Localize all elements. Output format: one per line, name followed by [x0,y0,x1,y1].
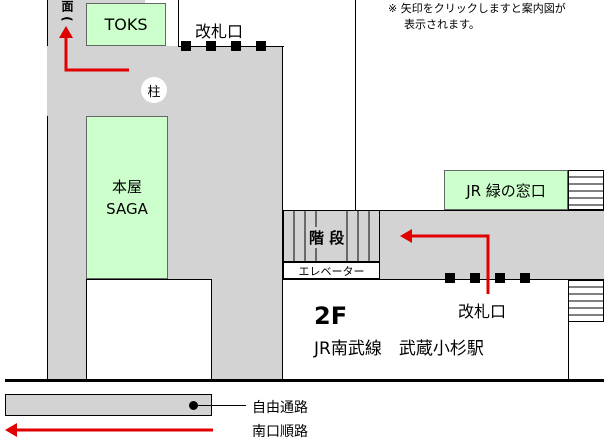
gate-marker [206,41,216,51]
partial-label: 面 ( [60,0,74,22]
saga-label: SAGA [106,199,148,218]
ticket-gate-top-label: 改札口 [195,22,244,41]
note-line-1: ※ 矢印をクリックしますと案内図が [388,2,566,15]
gate-marker [256,41,266,51]
gate-marker [231,41,241,51]
station-name: JR南武線 武蔵小杉駅 [314,339,484,359]
honya-saga-shop[interactable]: 本屋 SAGA [86,116,168,279]
gate-marker [445,273,455,283]
stairs-right-bottom [568,280,604,322]
legend-route-arrow [5,422,213,438]
boundary-line [5,379,604,382]
arrow-up-icon [59,26,129,72]
divider-line [568,322,569,380]
jr-window-label: JR 緑の窓口 [466,181,546,200]
elevator[interactable]: エレベーター [283,262,380,279]
toks-label: TOKS [104,15,148,34]
arrow-left-icon [400,229,490,294]
divider-line [355,0,356,210]
divider-line [178,0,179,46]
arrow-left-icon [5,423,213,437]
building-block [86,279,212,380]
floor-label: 2F [314,302,348,330]
gate-marker [470,273,480,283]
stairs-icon [568,280,604,322]
south-exit-route-arrow[interactable] [400,226,494,296]
pillar-label: 柱 [147,84,161,100]
stairs-icon [568,170,604,210]
legend-free-passage-label: 自由通路 [252,400,308,416]
honya-label: 本屋 [111,177,142,196]
stairs-label: 階 段 [307,227,347,248]
ticket-gate-right-label: 改札口 [458,302,507,321]
pillar-marker: 柱 [141,77,167,103]
stairs-right-top [568,170,604,210]
gate-marker [495,273,505,283]
jr-ticket-window[interactable]: JR 緑の窓口 [444,170,568,210]
note-line-2: 表示されます。 [404,18,480,31]
gate-marker [520,273,530,283]
legend-south-exit-route-label: 南口順路 [252,424,308,440]
legend-dot [189,401,198,410]
legend-leader-line [198,405,246,406]
legend-free-passage-swatch [5,394,212,416]
south-exit-route-arrow[interactable] [55,26,133,74]
gate-marker [181,41,191,51]
elevator-label: エレベーター [298,264,365,278]
toks-shop[interactable]: TOKS [86,3,166,46]
